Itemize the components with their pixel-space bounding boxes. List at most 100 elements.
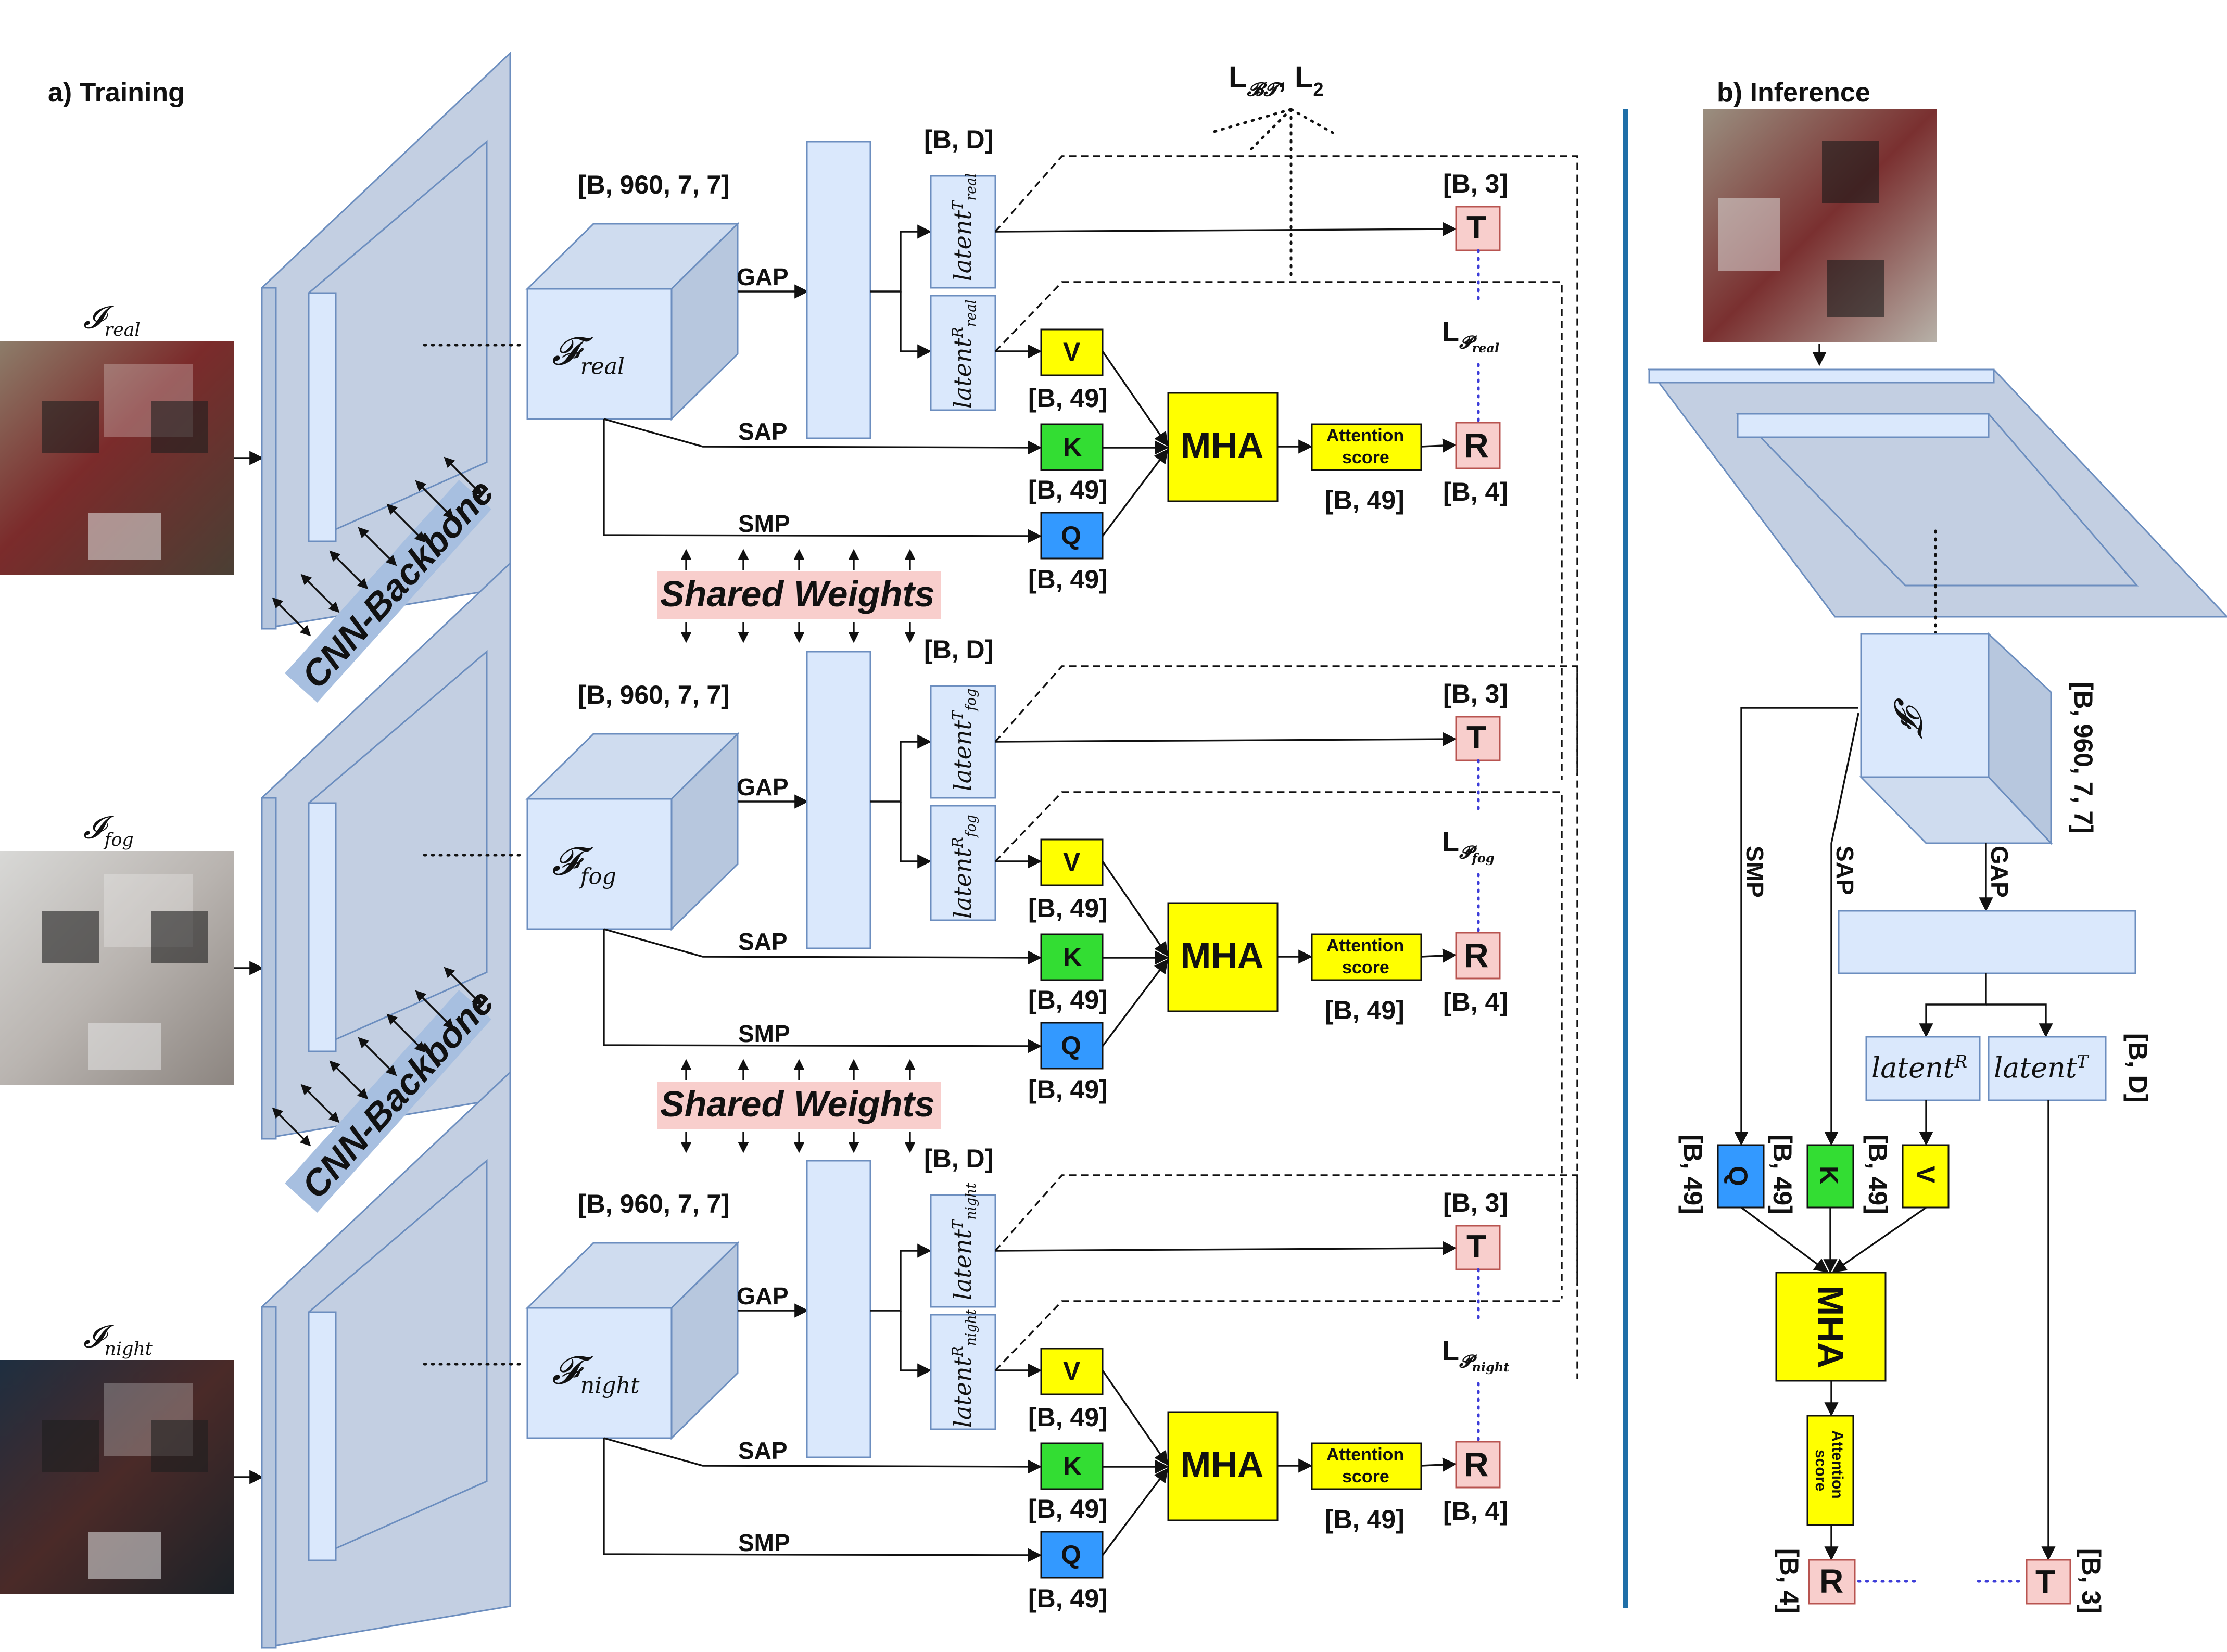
latent-t-arrow <box>995 1241 1457 1255</box>
symbol: latent <box>948 1357 977 1428</box>
q-to-mha <box>1102 1468 1169 1556</box>
smp-label: SMP <box>738 510 790 537</box>
latent-t-box <box>930 685 996 799</box>
mha-box <box>1167 392 1279 502</box>
backbone-edge <box>261 797 277 1140</box>
superscript: T <box>949 709 966 720</box>
k-shape: [B, 49] <box>1028 475 1108 504</box>
loss-p-l: L <box>1442 1335 1459 1366</box>
smp-arrow <box>603 929 1042 1053</box>
k-label: K <box>1063 1452 1082 1481</box>
symbol: latent <box>1871 1051 1955 1084</box>
feature-cube-front <box>526 1307 673 1439</box>
inference-q-label: Q <box>1724 1166 1753 1186</box>
v-to-mha <box>1102 861 1168 957</box>
v-label: V <box>1063 847 1081 876</box>
photo-monitor <box>151 401 208 453</box>
sap-arrow <box>603 928 1042 965</box>
backbone-edge <box>261 287 277 630</box>
q-box <box>1040 1531 1104 1579</box>
inference-q-box <box>1717 1144 1765 1209</box>
to-latent-t <box>870 734 932 803</box>
superscript: R <box>949 327 966 338</box>
latent-t-arrow <box>995 222 1457 236</box>
smp-label: SMP <box>738 1020 790 1047</box>
feature-cube-front <box>526 288 673 420</box>
r-box <box>1455 932 1501 980</box>
t-box <box>1455 1225 1501 1270</box>
inference-gap-vector <box>1838 910 2136 974</box>
latent-r-box <box>930 805 996 921</box>
inference-q-shape: [B, 49] <box>1678 1135 1707 1214</box>
q-to-mha <box>1102 449 1169 537</box>
backbone-arrow <box>462 475 483 496</box>
feature-shape: [B, 960, 7, 7] <box>578 1189 730 1218</box>
backbone-arrow <box>434 499 454 519</box>
loss-link <box>994 281 1563 780</box>
backbone-arrow <box>358 527 378 548</box>
attention-shape: [B, 49] <box>1325 996 1404 1025</box>
r-label: R <box>1464 426 1489 464</box>
to-latent-t <box>1986 1003 2053 1038</box>
v-shape: [B, 49] <box>1028 1403 1108 1432</box>
loss-p-subsub: real <box>1472 340 1500 355</box>
loss-l2-sub: 2 <box>1313 79 1323 100</box>
inference-latent-t-label: latentT <box>1994 1051 2090 1084</box>
k-label: K <box>1063 943 1082 972</box>
latent-t-box <box>930 175 996 289</box>
backbone-arrow <box>319 1102 340 1123</box>
v-to-mha <box>1102 1370 1168 1466</box>
inference-feature-bottom <box>1859 776 2053 844</box>
inference-mha-label: MHA <box>1810 1286 1851 1368</box>
gap-vector <box>806 651 871 949</box>
superscript: T <box>949 199 966 210</box>
photo-chessboard <box>1718 198 1780 271</box>
v-to-mha <box>1102 351 1168 447</box>
to-latent-r <box>900 1311 932 1378</box>
backbone-arrow <box>444 967 464 987</box>
k-box <box>1040 423 1104 471</box>
t-label: T <box>1466 210 1486 246</box>
v-shape: [B, 49] <box>1028 384 1108 413</box>
backbone-arrow <box>444 456 464 477</box>
photo-chessboard <box>88 513 161 560</box>
backbone-inner-edge <box>308 1311 337 1561</box>
subscript: night <box>963 1183 979 1220</box>
bd-shape: [B, D] <box>924 635 993 664</box>
t-label: T <box>1466 720 1486 756</box>
inference-t-box <box>2026 1559 2071 1605</box>
photo-monitor <box>42 911 99 963</box>
q-shape: [B, 49] <box>1028 1584 1108 1613</box>
input-label: 𝓘real <box>83 299 141 340</box>
symbol: latent <box>948 1229 977 1300</box>
k-box <box>1040 1442 1104 1490</box>
latent-t-box <box>930 1194 996 1308</box>
backbone-arrow <box>272 1107 293 1128</box>
symbol: latent <box>948 338 977 409</box>
bd-shape: [B, D] <box>924 1144 993 1173</box>
subscript: real <box>963 299 979 327</box>
superscript: T <box>949 1218 966 1229</box>
attention-box <box>1311 1442 1422 1490</box>
to-latent-t <box>870 1243 932 1312</box>
sap-label: SAP <box>738 1437 788 1464</box>
attention-box <box>1311 933 1422 981</box>
attention-label: score <box>1342 1467 1389 1486</box>
loss-l: L <box>1229 60 1247 94</box>
inference-r-box <box>1808 1559 1856 1605</box>
r-shape: [B, 4] <box>1443 477 1508 506</box>
to-latent-r <box>900 802 932 869</box>
v-shape: [B, 49] <box>1028 894 1108 923</box>
loss-p-label: L𝓟fog <box>1442 826 1495 866</box>
inference-gap-label: GAP <box>1986 846 2013 898</box>
loss-link <box>994 1174 1578 1379</box>
inference-r-shape: [B, 4] <box>1775 1548 1804 1613</box>
q-shape: [B, 49] <box>1028 565 1108 594</box>
k-shape: [B, 49] <box>1028 1494 1108 1523</box>
smp-label: SMP <box>738 1529 790 1556</box>
training-title: a) Training <box>48 78 185 108</box>
inference-latent-r-box <box>1865 1036 1981 1101</box>
